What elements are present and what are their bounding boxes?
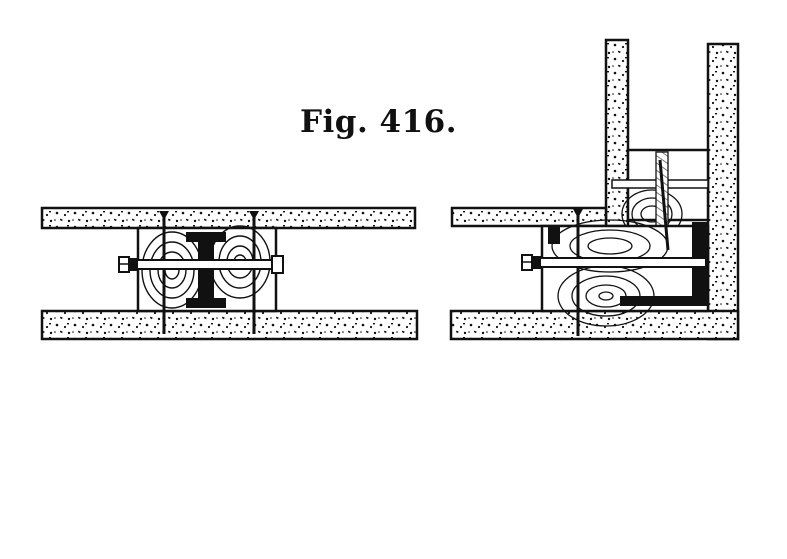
top-plank bbox=[40, 206, 417, 230]
figure-caption: Fig. 416. bbox=[300, 104, 458, 140]
corner-bolt bbox=[521, 254, 707, 271]
vertical-plank-left bbox=[604, 38, 630, 228]
vertical-plank-right bbox=[706, 42, 740, 341]
through-bolt bbox=[118, 255, 284, 274]
corner-wall-joint bbox=[449, 38, 740, 341]
bottom-plank bbox=[40, 309, 419, 341]
upper-timber bbox=[611, 148, 710, 239]
straight-wall-joint bbox=[40, 206, 419, 341]
corner-timber bbox=[540, 219, 710, 327]
top-plank-right bbox=[450, 206, 608, 228]
spike-corner-b bbox=[658, 159, 670, 251]
